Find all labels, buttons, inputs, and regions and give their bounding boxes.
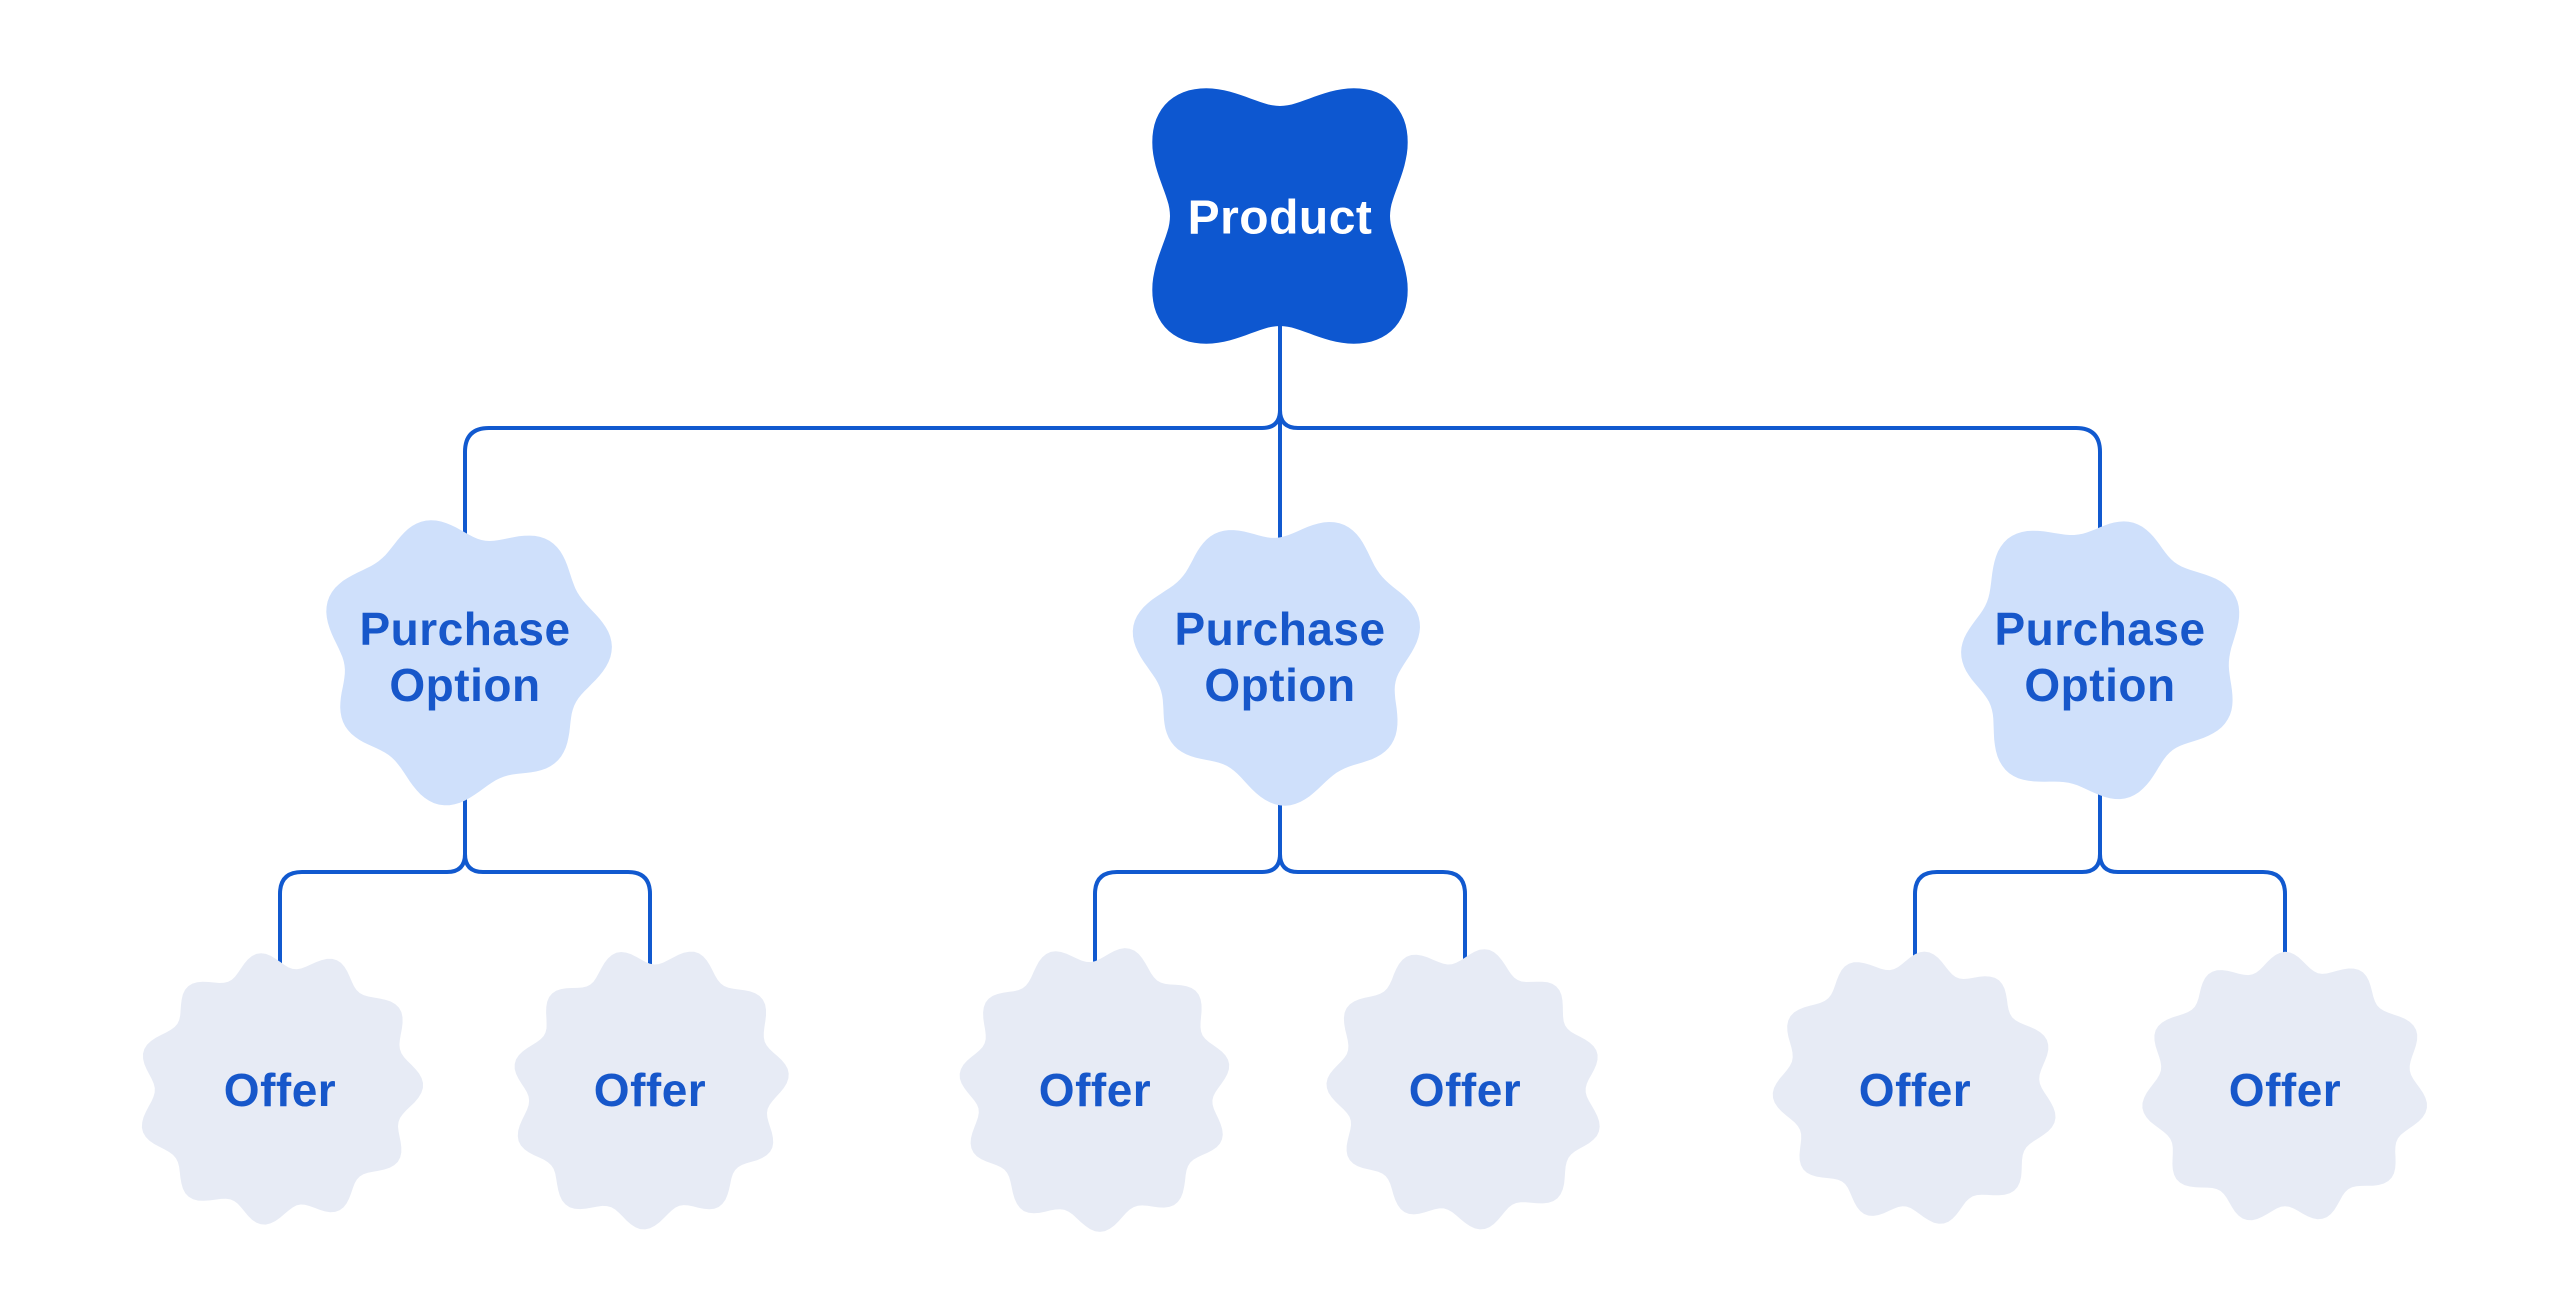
- offer-label: Offer: [2229, 1064, 2341, 1116]
- connector-option1-right: [463, 740, 652, 1010]
- node-purchase-option-1-shape: [326, 520, 612, 806]
- offer-label: Offer: [224, 1064, 336, 1116]
- offer-label: Offer: [1039, 1064, 1151, 1116]
- node-purchase-option-3-shape: [1961, 521, 2240, 800]
- node-offer-6-shape: [2142, 951, 2427, 1221]
- connector-option2-right: [1278, 740, 1467, 1010]
- node-offer-4-shape: [1326, 949, 1600, 1230]
- node-offer-5: Offer: [1772, 951, 2056, 1224]
- node-offer-1: Offer: [141, 953, 423, 1225]
- node-product: Product: [1152, 88, 1408, 344]
- connector-product-left: [463, 310, 1282, 600]
- node-offer-4: Offer: [1326, 949, 1600, 1230]
- connector-lines: [278, 310, 2287, 1010]
- node-offer-3: Offer: [959, 948, 1230, 1232]
- connector-product-right: [1278, 310, 2102, 600]
- offer-label: Offer: [1409, 1064, 1521, 1116]
- connector-option3-right: [2098, 740, 2287, 1010]
- node-purchase-option-2-shape: [1132, 522, 1420, 806]
- offer-label: Offer: [1859, 1064, 1971, 1116]
- node-offer-3-shape: [959, 948, 1230, 1232]
- offer-label: Offer: [594, 1064, 706, 1116]
- node-offer-1-shape: [141, 953, 423, 1225]
- node-product-shape: [1152, 88, 1408, 344]
- node-offer-5-shape: [1772, 951, 2056, 1224]
- product-label: Product: [1188, 192, 1373, 245]
- node-offer-6: Offer: [2142, 951, 2427, 1221]
- node-offer-2-shape: [514, 951, 789, 1230]
- node-offer-2: Offer: [514, 951, 789, 1230]
